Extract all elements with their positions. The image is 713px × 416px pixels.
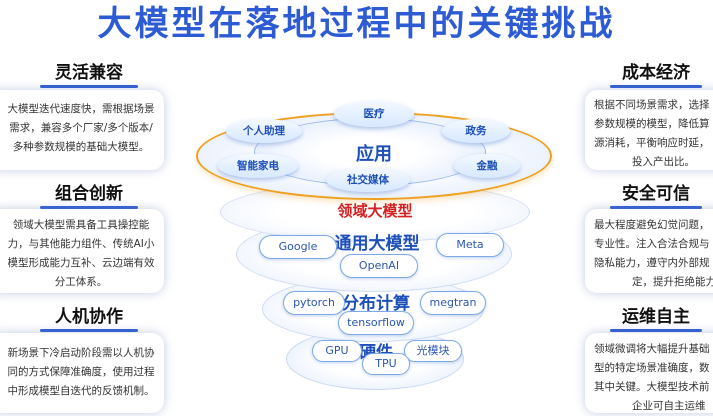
card-line: 领域微调将大幅提升基础 bbox=[594, 343, 710, 355]
heading-cost-economy: 成本经济 bbox=[604, 58, 708, 88]
card-human-machine: 新场景下冷启动阶段需以人机协 同的方式保障准确度，使用过程 中形成模型自迭代的反… bbox=[0, 333, 164, 413]
card-line: 中形成模型自迭代的反馈机制。 bbox=[7, 385, 155, 397]
card-line: 最大程度避免幻觉问题， bbox=[594, 219, 710, 231]
domain-model-label: 领域大模型 bbox=[337, 202, 413, 220]
card-safe-trusted: 最大程度避免幻觉问题， 专业性。注入合法合规与 隐私能力，遵守内外部规 定，提升… bbox=[585, 209, 713, 293]
app-item-social-media: 社交媒体 bbox=[326, 168, 410, 192]
heading-safe-trusted: 安全可信 bbox=[604, 179, 708, 209]
app-item-smart-appliance: 智能家电 bbox=[218, 154, 298, 178]
app-item-personal-assistant: 个人助理 bbox=[226, 119, 302, 143]
application-label: 应用 bbox=[356, 144, 392, 165]
card-line: 根据不同场景需求，选择 bbox=[594, 99, 710, 111]
hardware-item-gpu: GPU bbox=[312, 340, 362, 362]
general-item-google: Google bbox=[259, 235, 337, 259]
heading-underline bbox=[40, 329, 138, 332]
card-line: 领域大模型需具备工具操控能 bbox=[12, 219, 150, 231]
app-item-finance: 金融 bbox=[454, 154, 520, 178]
card-line: 专业性。注入合法合规与 bbox=[594, 238, 710, 250]
page-title: 大模型在落地过程中的关键挑战 bbox=[97, 4, 616, 44]
heading-underline bbox=[40, 85, 138, 88]
general-item-openai: OpenAI bbox=[340, 254, 418, 278]
app-item-medical: 医疗 bbox=[334, 101, 414, 127]
hardware-item-tpu: TPU bbox=[362, 353, 410, 375]
heading-flexible-compat: 灵活兼容 bbox=[34, 58, 144, 88]
card-line: 力，与其他能力组件、传统AI小 bbox=[7, 238, 155, 250]
card-line: 同的方式保障准确度，使用过程 bbox=[7, 366, 155, 378]
card-line: 需求，兼容多个厂家/多个版本/ bbox=[9, 122, 153, 134]
card-line: 投入产出比。 bbox=[632, 156, 695, 168]
heading-underline bbox=[610, 329, 702, 332]
card-combination-innovation: 领域大模型需具备工具操控能 力，与其他能力组件、传统AI小 模型形成能力互补、云… bbox=[0, 209, 164, 293]
card-line: 分工体系。 bbox=[54, 276, 108, 288]
app-item-government: 政务 bbox=[442, 119, 510, 143]
heading-underline bbox=[610, 85, 702, 88]
card-ops-autonomy: 领域微调将大幅提升基础 型的特定场景准确度，数 其中关键。大模型技术前 企业可自… bbox=[585, 333, 713, 413]
heading-underline bbox=[610, 206, 702, 209]
card-line: 新场景下冷启动阶段需以人机协 bbox=[7, 347, 155, 359]
distributed-item-pytorch: pytorch bbox=[283, 291, 345, 315]
card-line: 定，提升拒绝能力。 bbox=[632, 276, 713, 288]
heading-underline bbox=[40, 206, 138, 209]
heading-combination-innovation: 组合创新 bbox=[34, 179, 144, 209]
card-line: 隐私能力，遵守内外部规 bbox=[594, 257, 710, 269]
heading-human-machine: 人机协作 bbox=[34, 302, 144, 332]
distributed-item-megtran: megtran bbox=[420, 291, 486, 315]
card-line: 其中关键。大模型技术前 bbox=[594, 381, 710, 393]
distributed-item-tensorflow: tensorflow bbox=[338, 311, 414, 335]
card-line: 型的特定场景准确度，数 bbox=[594, 362, 710, 374]
hardware-item-optical-module: 光模块 bbox=[404, 340, 462, 362]
card-line: 参数规模的模型，降低算 bbox=[594, 118, 710, 130]
card-line: 多种参数规模的基础大模型。 bbox=[12, 141, 150, 153]
card-flexible-compat: 大模型迭代速度快，需根据场景 需求，兼容多个厂家/多个版本/ 多种参数规模的基础… bbox=[0, 90, 164, 170]
card-line: 源消耗，平衡响应时延， bbox=[594, 137, 710, 149]
distributed-compute-label: 分布计算 bbox=[342, 294, 410, 314]
general-model-label: 通用大模型 bbox=[334, 234, 420, 254]
card-line: 大模型迭代速度快，需根据场景 bbox=[7, 103, 155, 115]
card-cost-economy: 根据不同场景需求，选择 参数规模的模型，降低算 源消耗，平衡响应时延， 投入产出… bbox=[585, 90, 713, 170]
heading-ops-autonomy: 运维自主 bbox=[604, 302, 708, 332]
card-line: 模型形成能力互补、云边端有效 bbox=[7, 257, 155, 269]
general-item-meta: Meta bbox=[436, 233, 504, 257]
